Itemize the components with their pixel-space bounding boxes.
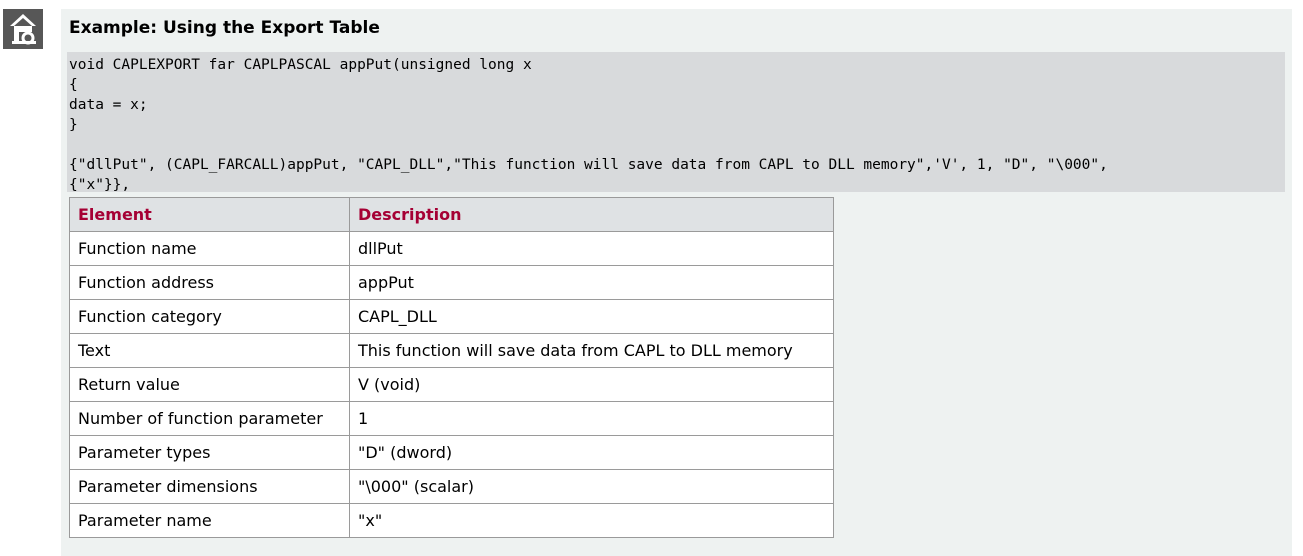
- home-icon: [10, 14, 36, 45]
- element-cell: Text: [69, 333, 350, 368]
- description-cell: "D" (dword): [349, 435, 834, 470]
- column-header-description: Description: [349, 197, 834, 232]
- element-cell: Function name: [69, 231, 350, 266]
- description-cell: appPut: [349, 265, 834, 300]
- table-row: Parameter types "D" (dword): [69, 435, 834, 470]
- code-block: void CAPLEXPORT far CAPLPASCAL appPut(un…: [67, 52, 1285, 193]
- description-cell: This function will save data from CAPL t…: [349, 333, 834, 368]
- description-cell: CAPL_DLL: [349, 299, 834, 334]
- table-row: Text This function will save data from C…: [69, 333, 834, 368]
- code-line: data = x;: [69, 97, 148, 113]
- description-cell: "x": [349, 503, 834, 538]
- table-row: Number of function parameter 1: [69, 401, 834, 436]
- code-line: void CAPLEXPORT far CAPLPASCAL appPut(un…: [69, 57, 532, 73]
- description-cell: V (void): [349, 367, 834, 402]
- element-cell: Function address: [69, 265, 350, 300]
- description-cell: "\000" (scalar): [349, 469, 834, 504]
- element-cell: Parameter types: [69, 435, 350, 470]
- element-cell: Number of function parameter: [69, 401, 350, 436]
- element-cell: Function category: [69, 299, 350, 334]
- table-row: Function name dllPut: [69, 231, 834, 266]
- column-header-element: Element: [69, 197, 350, 232]
- table-row: Function category CAPL_DLL: [69, 299, 834, 334]
- table-row: Function address appPut: [69, 265, 834, 300]
- example-panel: Example: Using the Export Table void CAP…: [61, 9, 1292, 556]
- description-cell: dllPut: [349, 231, 834, 266]
- table-row: Parameter dimensions "\000" (scalar): [69, 469, 834, 504]
- element-cell: Parameter name: [69, 503, 350, 538]
- description-cell: 1: [349, 401, 834, 436]
- element-cell: Return value: [69, 367, 350, 402]
- table-row: Return value V (void): [69, 367, 834, 402]
- code-line: {: [69, 77, 78, 93]
- code-line: {"x"}},: [69, 177, 131, 193]
- table-row: Parameter name "x": [69, 503, 834, 538]
- table-header-row: Element Description: [69, 197, 834, 232]
- code-line: {"dllPut", (CAPL_FARCALL)appPut, "CAPL_D…: [69, 157, 1108, 173]
- code-line: }: [69, 117, 78, 133]
- example-title: Example: Using the Export Table: [69, 18, 380, 38]
- home-button[interactable]: [3, 9, 43, 49]
- export-table: Element Description Function name dllPut…: [69, 197, 834, 538]
- element-cell: Parameter dimensions: [69, 469, 350, 504]
